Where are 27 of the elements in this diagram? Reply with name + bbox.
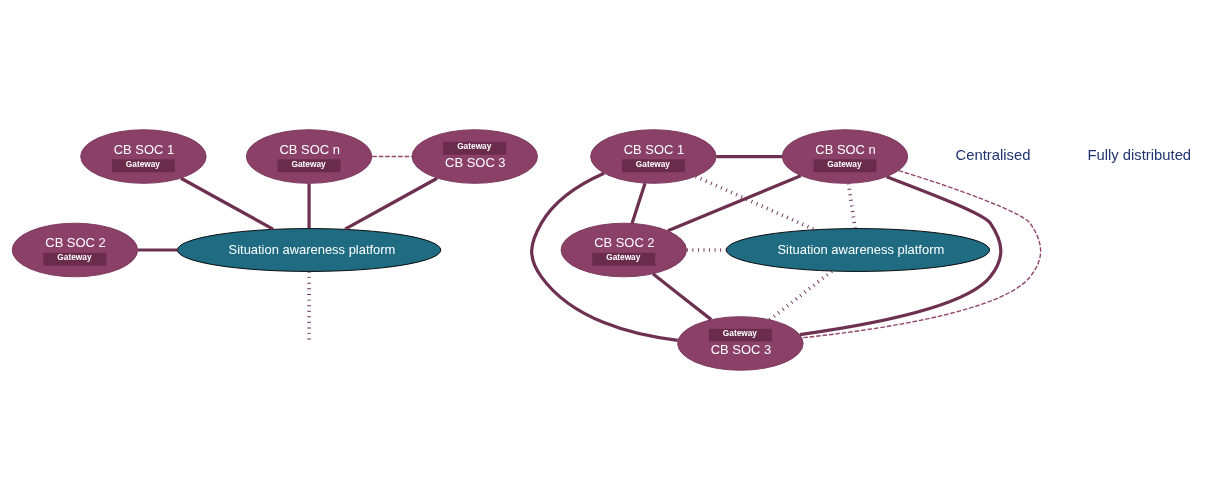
node-ellipse: Gateway CB SOC 3 (411, 129, 538, 184)
node-ellipse: CB SOC 1 Gateway (80, 129, 207, 184)
connector (651, 272, 713, 321)
connector (801, 169, 1042, 339)
connector (344, 176, 438, 231)
connector (667, 174, 802, 233)
node-ellipse: CB SOC n Gateway (245, 129, 373, 184)
connector (307, 183, 311, 229)
node-ellipse: CB SOC n Gateway (781, 129, 909, 184)
connector (716, 154, 783, 159)
connector (138, 248, 178, 252)
connector (630, 182, 647, 224)
connector (695, 174, 815, 232)
node-ellipse: Gateway CB SOC 3 (677, 316, 804, 371)
node-ellipse: CB SOC 1 Gateway (590, 129, 717, 184)
connector (371, 155, 413, 158)
connector (530, 171, 678, 342)
node-ellipse: Situation awareness platform (176, 228, 442, 272)
connector (180, 176, 274, 231)
connector (799, 175, 1003, 337)
node-ellipse: Situation awareness platform (725, 228, 991, 272)
label: Centralised (955, 147, 1031, 164)
node-ellipse: CB SOC 2 Gateway (11, 222, 139, 278)
connector (768, 269, 833, 322)
label: Fully distributed (1087, 147, 1192, 164)
node-ellipse: CB SOC 2 Gateway (560, 222, 687, 278)
connector (846, 183, 857, 229)
